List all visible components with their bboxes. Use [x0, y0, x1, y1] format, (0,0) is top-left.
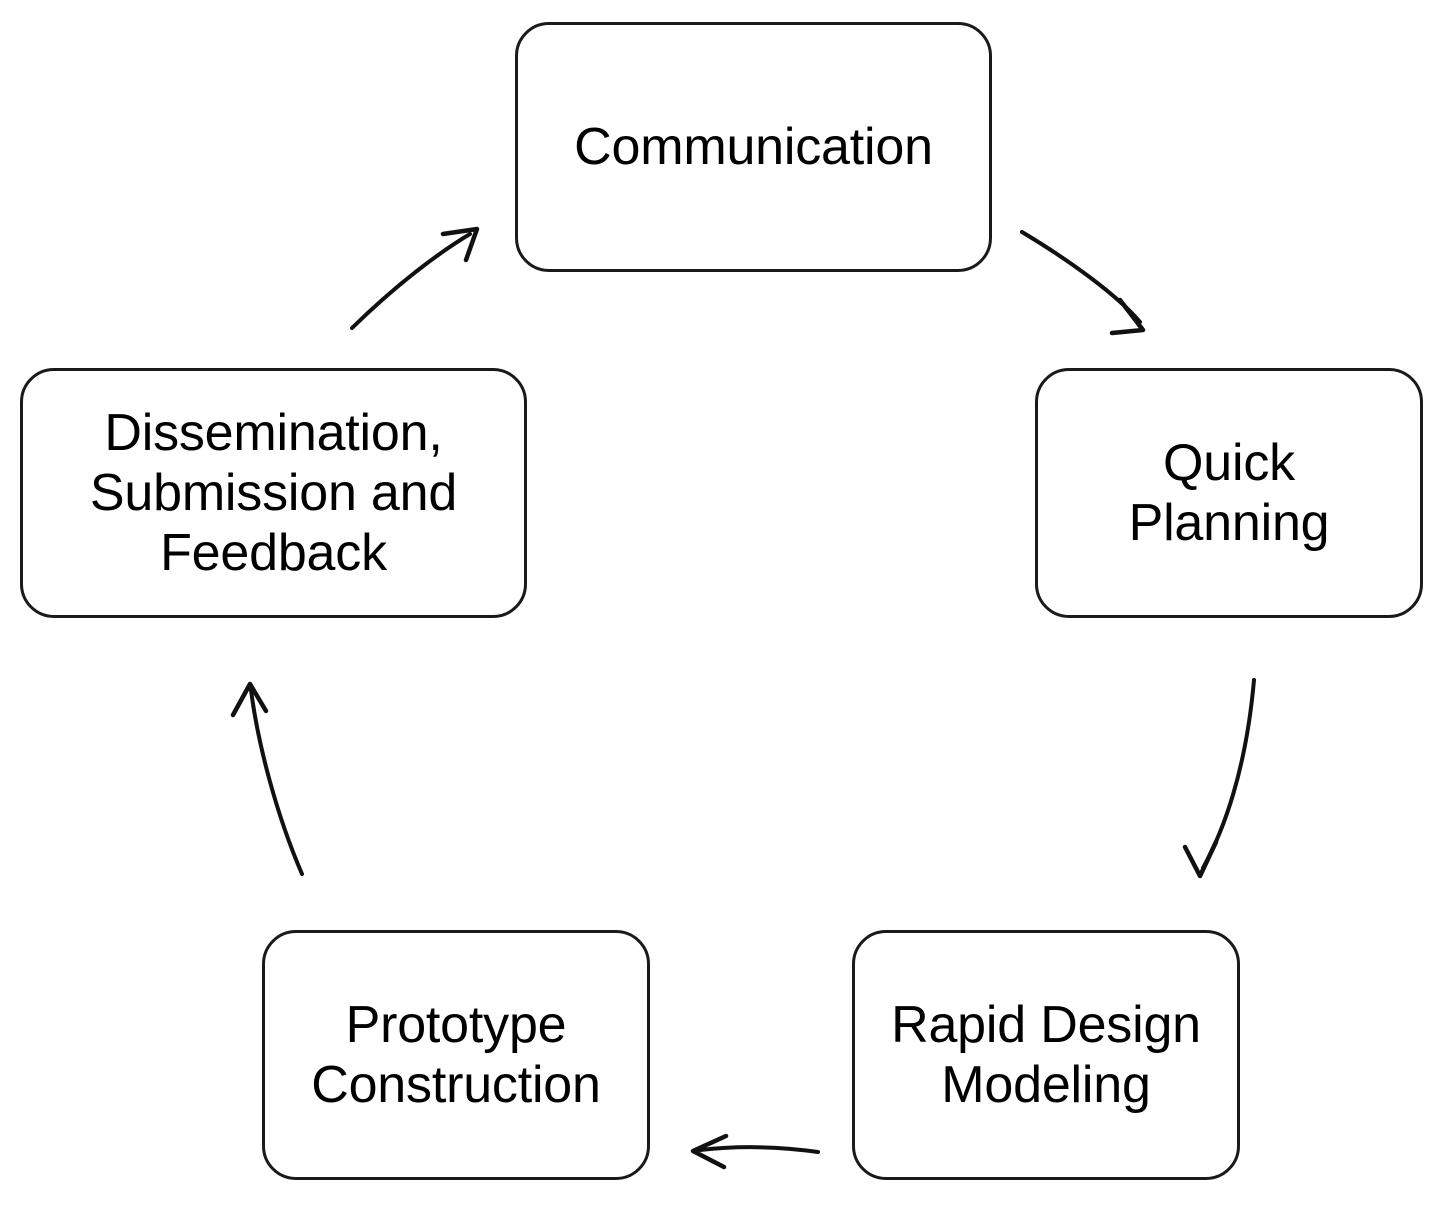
edge-quick-planning-to-rapid-design-modeling: [1182, 678, 1256, 879]
edge-line: [698, 1145, 820, 1154]
arrowhead-icon: [440, 226, 480, 263]
node-dissemination-label: Dissemination, Submission and Feedback: [89, 403, 458, 583]
edge-prototype-construction-to-dissemination: [230, 681, 304, 876]
arrowhead-icon: [690, 1133, 729, 1170]
node-prototype-construction[interactable]: Prototype Construction: [262, 930, 650, 1180]
edge-line: [1201, 678, 1256, 870]
arrowhead-icon: [1182, 839, 1219, 879]
edge-line: [249, 688, 304, 876]
node-dissemination[interactable]: Dissemination, Submission and Feedback: [20, 368, 527, 618]
node-communication-label: Communication: [574, 117, 933, 176]
edge-rapid-design-modeling-to-prototype-construction: [690, 1133, 820, 1170]
edge-dissemination-to-communication: [350, 226, 480, 330]
node-communication[interactable]: Communication: [515, 22, 992, 272]
node-quick-planning-label: Quick Planning: [1128, 433, 1330, 552]
edge-communication-to-quick-planning: [1020, 230, 1146, 336]
edge-line: [350, 232, 472, 330]
node-prototype-construction-label: Prototype Construction: [311, 995, 601, 1114]
node-rapid-design-modeling-label: Rapid Design Modeling: [891, 995, 1201, 1114]
node-quick-planning[interactable]: Quick Planning: [1035, 368, 1423, 618]
arrowhead-icon: [230, 681, 269, 718]
arrowhead-icon: [1109, 297, 1146, 336]
node-rapid-design-modeling[interactable]: Rapid Design Modeling: [852, 930, 1240, 1180]
edge-line: [1020, 230, 1142, 324]
